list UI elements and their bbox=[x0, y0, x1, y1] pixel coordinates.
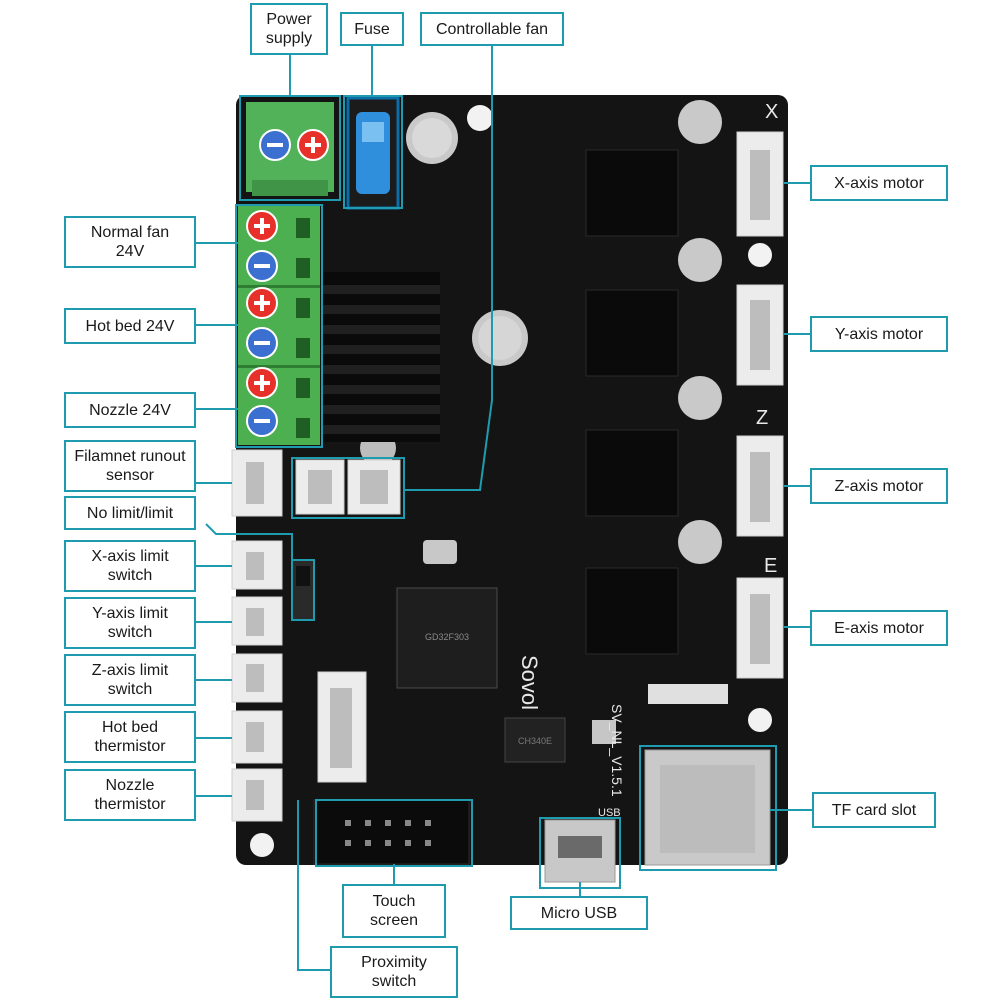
capacitor bbox=[678, 100, 722, 144]
capacitor bbox=[678, 238, 722, 282]
heatsink bbox=[322, 272, 440, 442]
plus-icon bbox=[246, 367, 278, 399]
mcu-label: GD32F303 bbox=[425, 632, 469, 642]
mounting-hole bbox=[250, 833, 274, 857]
callout-nozzle-thermistor: Nozzle thermistor bbox=[64, 769, 196, 821]
mounting-hole bbox=[748, 708, 772, 732]
callout-normal-fan: Normal fan 24V bbox=[64, 216, 196, 268]
callout-fuse: Fuse bbox=[340, 12, 404, 46]
callout-hot-bed: Hot bed 24V bbox=[64, 308, 196, 344]
callout-tf-card: TF card slot bbox=[812, 792, 936, 828]
callout-proximity-switch: Proximity switch bbox=[330, 946, 458, 998]
callout-y-limit: Y-axis limit switch bbox=[64, 597, 196, 649]
callout-micro-usb: Micro USB bbox=[510, 896, 648, 930]
capacitor bbox=[678, 520, 722, 564]
callout-no-limit: No limit/limit bbox=[64, 496, 196, 530]
callout-power-supply: Power supply bbox=[250, 3, 328, 55]
mounting-hole bbox=[467, 105, 493, 131]
dip-switch bbox=[648, 684, 728, 704]
ribbon-header bbox=[313, 799, 470, 865]
callout-y-motor: Y-axis motor bbox=[810, 316, 948, 352]
callout-z-motor: Z-axis motor bbox=[810, 468, 948, 504]
plus-icon bbox=[246, 287, 278, 319]
callout-filament-runout: Filamnet runout sensor bbox=[64, 440, 196, 492]
callout-controllable-fan: Controllable fan bbox=[420, 12, 564, 46]
usb-chip-label: CH340E bbox=[518, 736, 552, 746]
minus-icon bbox=[246, 405, 278, 437]
callout-leaders bbox=[196, 45, 812, 971]
crystal bbox=[423, 540, 457, 564]
minus-icon bbox=[246, 327, 278, 359]
callout-x-motor: X-axis motor bbox=[810, 165, 948, 201]
callout-nozzle: Nozzle 24V bbox=[64, 392, 196, 428]
reset-button bbox=[592, 720, 616, 744]
model-silkscreen: SV_NL_V1.5.1 bbox=[609, 704, 625, 797]
fan-heater-terminal bbox=[238, 205, 320, 445]
sensor-connector bbox=[231, 449, 283, 822]
callout-e-motor: E-axis motor bbox=[810, 610, 948, 646]
callout-z-limit: Z-axis limit switch bbox=[64, 654, 196, 706]
usb-chip bbox=[504, 717, 566, 763]
callout-x-limit: X-axis limit switch bbox=[64, 540, 196, 592]
capacitor bbox=[678, 376, 722, 420]
stepper-driver-heatsink bbox=[585, 149, 679, 655]
callout-touch-screen: Touch screen bbox=[342, 884, 446, 938]
mounting-hole bbox=[748, 243, 772, 267]
callout-hot-bed-thermistor: Hot bed thermistor bbox=[64, 711, 196, 763]
plus-icon bbox=[246, 210, 278, 242]
brand-silkscreen: Sovol bbox=[517, 655, 542, 710]
axis-label-z: Z bbox=[756, 407, 768, 429]
mcu-chip bbox=[396, 587, 498, 689]
axis-label-x: X bbox=[765, 101, 778, 123]
usb-silkscreen: USB bbox=[598, 807, 621, 819]
minus-icon bbox=[246, 250, 278, 282]
axis-label-e: E bbox=[764, 555, 777, 577]
